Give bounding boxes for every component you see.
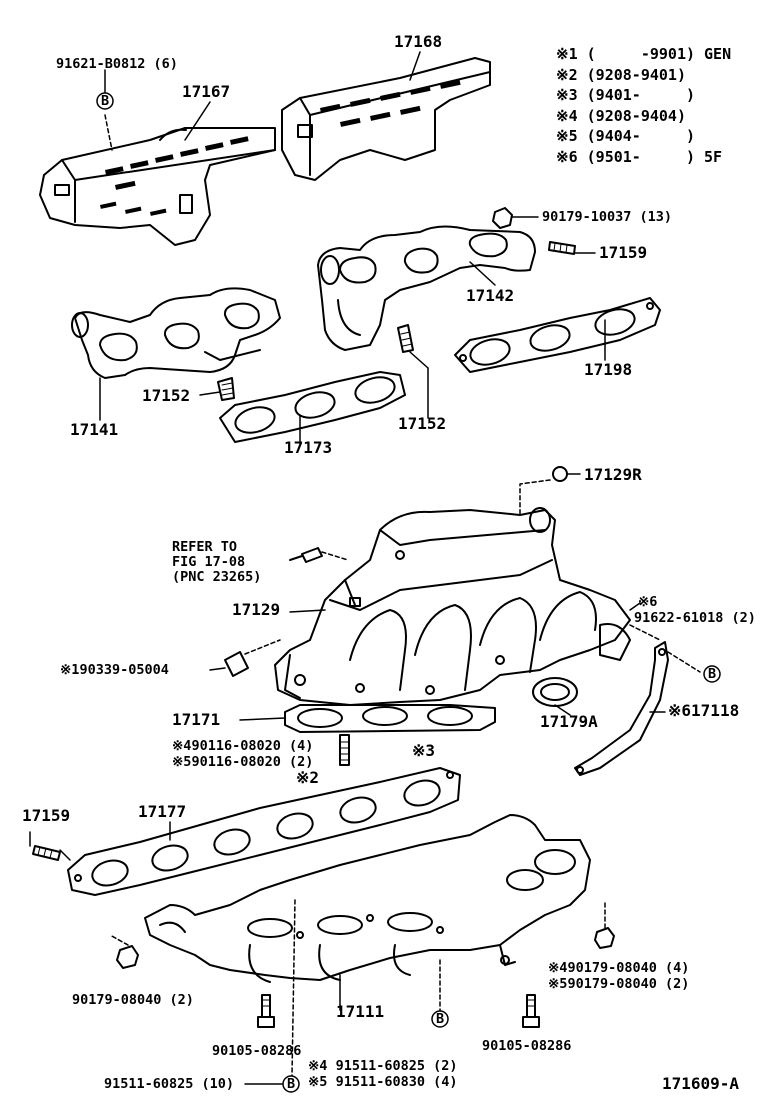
label-note3: ※3 (412, 741, 436, 760)
refer-note: REFER TO FIG 17-08 (PNC 23265) (172, 540, 261, 585)
label-91511-60825: 91511-60825 (10) (104, 1076, 235, 1092)
label-91621-b0812: 91621-B0812 (6) (56, 56, 178, 72)
label-17111: 17111 (336, 1002, 385, 1021)
label-17152-right: 17152 (398, 414, 447, 433)
label-17168: 17168 (394, 32, 443, 51)
legend-line: ※2 (9208-9401) (556, 65, 686, 84)
label-617118: ※617118 (668, 701, 740, 720)
stud-17152-left (217, 377, 235, 401)
label-17129R: 17129R (584, 465, 642, 484)
label-17179A: 17179A (540, 712, 598, 731)
label-490116-08020: ※490116-08020 (4) (172, 738, 314, 754)
label-17198: 17198 (584, 360, 633, 379)
label-90105-08286-left: 90105-08286 (212, 1043, 302, 1059)
label-90105-08286-right: 90105-08286 (482, 1038, 572, 1054)
leader-lines (29, 51, 666, 1085)
nut-90179-08040-left (109, 934, 139, 969)
stud-17152-right (397, 324, 414, 353)
marker-b-right: B (708, 666, 717, 682)
intake-manifold-17129 (274, 507, 631, 706)
label-17167: 17167 (182, 82, 231, 101)
label-91622-61018: 91622-61018 (2) (634, 610, 756, 626)
label-17129: 17129 (232, 600, 281, 619)
marker-b-bottom-center: B (436, 1011, 445, 1027)
exhaust-manifold-17142 (317, 225, 536, 351)
gasket-17173 (219, 371, 406, 443)
legend-line: ※4 (9208-9404) (556, 106, 686, 125)
label-490179-08040: ※490179-08040 (4) (548, 960, 690, 976)
label-591511-60830: ※5 91511-60830 (4) (308, 1074, 458, 1090)
legend-line: ※5 (9404- ) (556, 127, 695, 145)
legend-line: ※6 (9501- ) 5F (556, 147, 723, 166)
label-note2: ※2 (296, 768, 320, 787)
marker-b-graphics (96, 92, 721, 1093)
exhaust-manifold-17141 (71, 287, 281, 379)
label-190339-05004: ※190339-05004 (60, 662, 169, 678)
figure-number: 171609-A (662, 1074, 740, 1093)
plug-17129R (519, 466, 581, 516)
nut-90179-upper (492, 207, 513, 229)
legend-line: ※1 ( -9901) GEN (556, 45, 732, 63)
stud-17159-upper (548, 241, 576, 255)
label-17173: 17173 (284, 438, 333, 457)
label-17142: 17142 (466, 286, 515, 305)
heat-insulator-17168 (281, 57, 491, 181)
label-17159-upper: 17159 (599, 243, 648, 262)
refer-note-line: (PNC 23265) (172, 569, 262, 585)
label-17141: 17141 (70, 420, 119, 439)
marker-b-bottom-left: B (287, 1076, 296, 1092)
gasket-17177 (59, 767, 461, 896)
gasket-17179A (532, 623, 631, 707)
intake-manifold-17111 (144, 814, 591, 983)
bolt-90105-right (522, 994, 540, 1028)
label-17152-left: 17152 (142, 386, 191, 405)
nut-490179 (594, 899, 615, 949)
stud-490116 (339, 734, 350, 766)
label-17171: 17171 (172, 710, 221, 729)
label-90179-10037: 90179-10037 (13) (542, 209, 673, 225)
label-590179-08040: ※590179-08040 (2) (548, 976, 690, 992)
label-90179-08040: 90179-08040 (2) (72, 992, 194, 1008)
sensor-plug (289, 547, 349, 563)
label-17159-lower: 17159 (22, 806, 71, 825)
stay-617118 (574, 641, 701, 776)
heat-insulator-17167 (39, 114, 276, 246)
stud-17159-lower (32, 845, 61, 861)
legend-line: ※3 (9401- ) (556, 86, 695, 104)
gasket-17171 (284, 704, 496, 733)
legend: ※1 ( -9901) GEN ※2 (9208-9401) ※3 (9401-… (556, 44, 731, 167)
label-590116-08020: ※590116-08020 (2) (172, 754, 314, 770)
bolt-91622 (629, 624, 661, 641)
refer-note-line: REFER TO (172, 539, 238, 555)
label-note6: ※6 (638, 594, 658, 610)
gasket-17198 (454, 297, 661, 373)
marker-b-top: B (101, 93, 110, 109)
refer-note-line: FIG 17-08 (172, 554, 246, 570)
hose-190339 (224, 639, 281, 677)
label-491511-60825: ※4 91511-60825 (2) (308, 1058, 458, 1074)
bolt-90105-left (257, 994, 275, 1028)
label-17177: 17177 (138, 802, 187, 821)
